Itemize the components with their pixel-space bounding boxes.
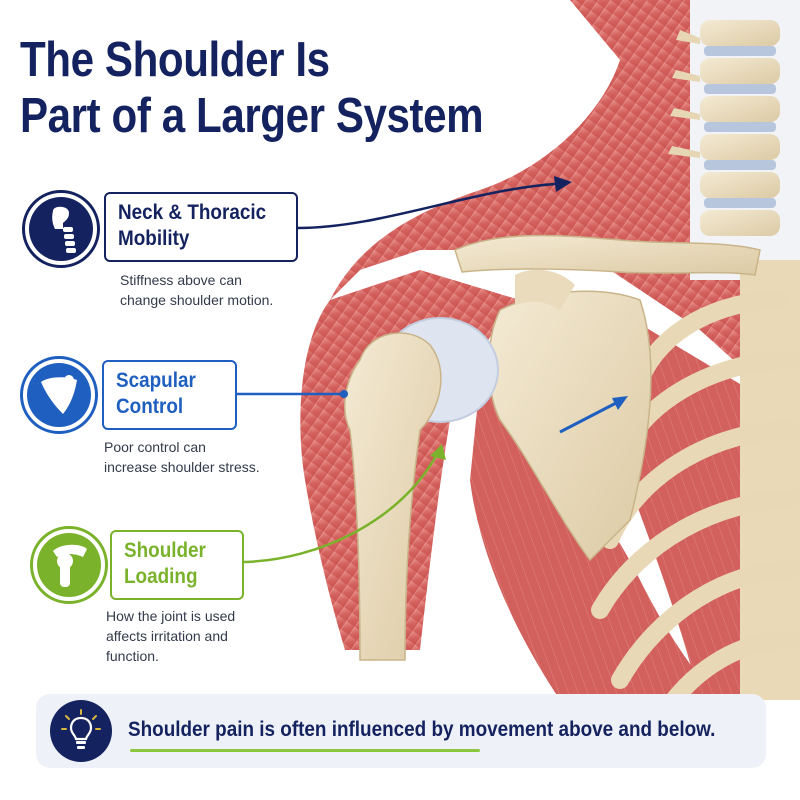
scapular-title-line-1: Scapular — [116, 369, 196, 392]
loading-connector-line — [243, 455, 438, 564]
scapular-label-box: Scapular Control — [102, 360, 237, 430]
loading-description: How the joint is used affects irritation… — [106, 608, 236, 664]
thoracic-spine — [740, 260, 800, 700]
spine-icon — [52, 206, 76, 253]
lightbulb-icon — [61, 709, 101, 749]
shoulder-joint-icon — [53, 544, 87, 587]
loading-icon-circle — [30, 526, 108, 604]
scapular-motion-arrow — [559, 400, 619, 434]
neck-description: Stiffness above can change shoulder moti… — [120, 272, 274, 308]
title-line-2: Part of a Larger System — [20, 89, 484, 143]
title-line-1: The Shoulder Is — [20, 33, 330, 87]
key-message-underline — [130, 749, 480, 752]
scapular-title-line-2: Control — [116, 395, 184, 418]
neck-title-line-2: Mobility — [118, 227, 190, 250]
loading-label-box: Shoulder Loading — [110, 530, 244, 600]
key-message-banner: Shoulder pain is often influenced by mov… — [36, 694, 766, 768]
page-title: The Shoulder Is Part of a Larger System — [20, 32, 484, 144]
scapular-description: Poor control can increase shoulder stres… — [104, 439, 260, 475]
scapular-icon-circle — [20, 356, 98, 434]
cervical-spine — [668, 0, 800, 280]
loading-title-line-1: Shoulder — [124, 539, 206, 562]
neck-label-box: Neck & Thoracic Mobility — [104, 192, 298, 262]
scapula-icon — [41, 375, 77, 414]
loading-title-line-2: Loading — [124, 565, 198, 588]
lightbulb-icon-circle — [50, 700, 112, 762]
neck-icon-circle — [22, 190, 100, 268]
key-message-text: Shoulder pain is often influenced by mov… — [128, 718, 716, 741]
neck-title-line-1: Neck & Thoracic — [118, 201, 267, 224]
clavicle — [454, 234, 761, 276]
humerus — [344, 332, 442, 661]
trapezius-muscle — [330, 0, 800, 420]
neck-connector-line — [297, 182, 556, 230]
